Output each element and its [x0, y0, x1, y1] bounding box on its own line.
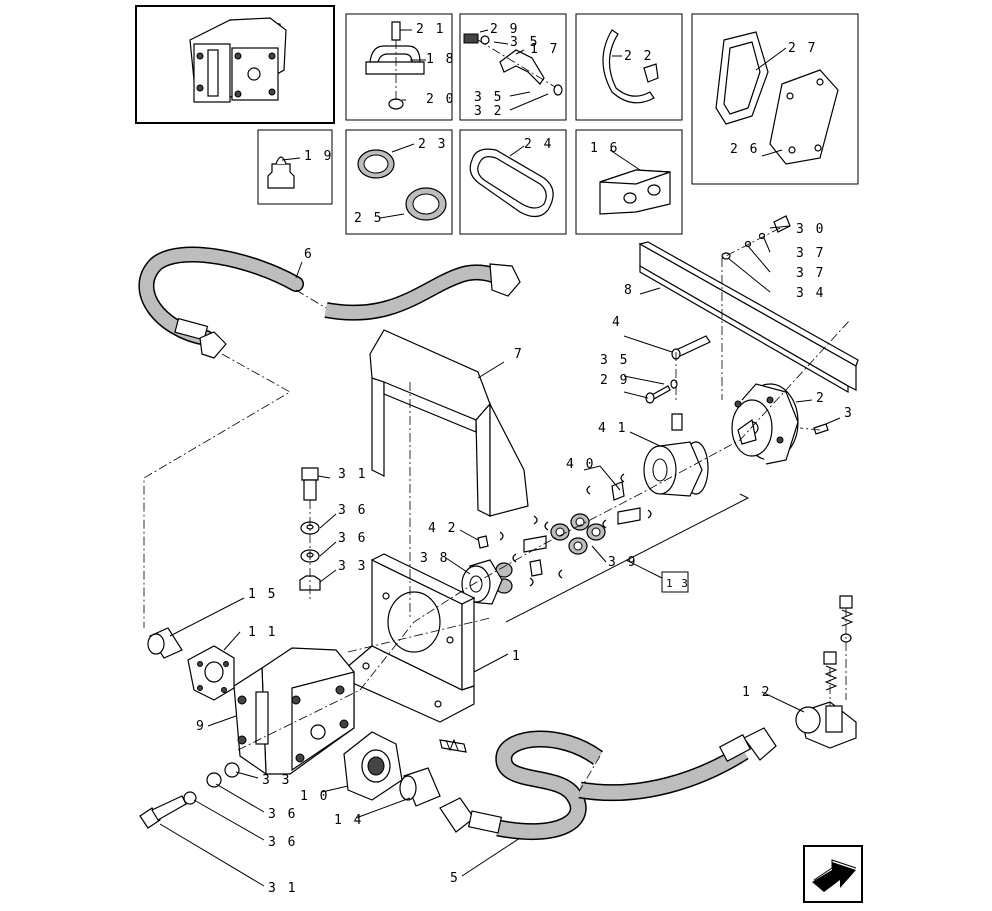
callout-26: 2 6	[730, 142, 759, 157]
flange-11	[187, 645, 235, 701]
callout-35: 3 5	[474, 90, 503, 105]
callout-1: 1	[512, 649, 522, 664]
callout-36: 3 6	[268, 807, 297, 822]
callout-41: 4 1	[598, 421, 627, 436]
callout-25: 2 5	[354, 211, 383, 226]
yoke-41	[643, 413, 709, 497]
bolt-29-washer-35	[645, 379, 678, 404]
callout-32: 3 2	[474, 104, 503, 119]
hose-5	[439, 727, 777, 840]
callout-21: 2 1	[416, 22, 445, 37]
elbow-12	[795, 595, 857, 749]
hose-6	[138, 246, 521, 359]
callout-6: 6	[304, 247, 314, 262]
callout-14: 1 4	[334, 813, 363, 828]
callout-38: 3 8	[420, 551, 449, 566]
inset-gasket-plate	[691, 13, 859, 185]
shroud-7	[369, 329, 529, 517]
callout-36: 3 6	[338, 531, 367, 546]
bolt-4	[671, 335, 711, 360]
fitting-14	[399, 767, 441, 807]
callout-12: 1 2	[742, 685, 771, 700]
flange-2	[731, 383, 799, 465]
callout-30: 3 0	[796, 222, 825, 237]
callout-20: 2 0	[426, 92, 455, 107]
callout-22: 2 2	[624, 49, 653, 64]
callout-31: 3 1	[338, 467, 367, 482]
callout-37: 3 7	[796, 246, 825, 261]
next-page-arrow-icon[interactable]	[803, 845, 863, 903]
group-13-bracket	[505, 493, 750, 623]
callout-16: 1 6	[590, 141, 619, 156]
callout-31: 3 1	[268, 881, 297, 896]
callout-17: 1 7	[530, 42, 559, 57]
key-3	[813, 423, 829, 435]
inset-band-clamp-22	[575, 13, 683, 121]
bracket-1	[345, 553, 476, 723]
inset-clamp-18	[345, 13, 453, 121]
bolt-small-center	[439, 738, 467, 753]
callout-37: 3 7	[796, 266, 825, 281]
pump-9	[233, 647, 355, 776]
callout-34: 3 4	[796, 286, 825, 301]
bolt-stack-lower	[139, 762, 240, 829]
bearing-caps-39	[495, 513, 606, 594]
inset-grease-fitting-19	[257, 129, 333, 205]
callout-33: 3 3	[262, 773, 291, 788]
callout-19: 1 9	[304, 149, 333, 164]
leader-lines	[159, 225, 841, 887]
callout-33: 3 3	[338, 559, 367, 574]
bolt-stack-31-36-33	[299, 467, 321, 600]
center-lines	[143, 258, 851, 791]
yoke-38	[461, 535, 503, 605]
cross-joint-40	[499, 473, 652, 587]
callout-36: 3 6	[338, 503, 367, 518]
callout-labels: 2 1 1 8 2 0 2 9 3 5 1 7 3 5 3 2 2 2 2 7 …	[196, 22, 854, 896]
callout-36: 3 6	[268, 835, 297, 850]
callout-13: 1 3	[666, 577, 689, 590]
callout-35: 3 5	[510, 35, 539, 50]
callout-29: 2 9	[490, 22, 519, 37]
inset-block-16	[575, 129, 683, 235]
callout-5: 5	[450, 871, 460, 886]
callout-4: 4	[612, 315, 622, 330]
inset-bushings-23-25	[345, 129, 453, 235]
callout-40: 4 0	[566, 457, 595, 472]
callout-2: 2	[816, 391, 826, 406]
callout-27: 2 7	[788, 41, 817, 56]
inset-bracket-17	[459, 13, 567, 121]
callout-3: 3	[844, 406, 854, 421]
inset-belt-24	[459, 129, 567, 235]
callout-39: 3 9	[608, 555, 637, 570]
callout-23: 2 3	[418, 137, 447, 152]
callout-8: 8	[624, 283, 634, 298]
callout-15: 1 5	[248, 587, 277, 602]
callout-24: 2 4	[524, 137, 553, 152]
callout-10: 1 0	[300, 789, 329, 804]
callout-35: 3 5	[600, 353, 629, 368]
callout-42: 4 2	[428, 521, 457, 536]
inset-pump-assembly	[135, 5, 335, 124]
callout-11: 1 1	[248, 625, 277, 640]
fitting-15	[147, 627, 183, 659]
fasteners-30-37-34	[721, 215, 791, 260]
callout-7: 7	[514, 347, 524, 362]
rail-8	[638, 241, 859, 394]
flange-10	[343, 731, 403, 801]
callout-18: 1 8	[426, 52, 455, 67]
callout-9: 9	[196, 719, 206, 734]
callout-29: 2 9	[600, 373, 629, 388]
